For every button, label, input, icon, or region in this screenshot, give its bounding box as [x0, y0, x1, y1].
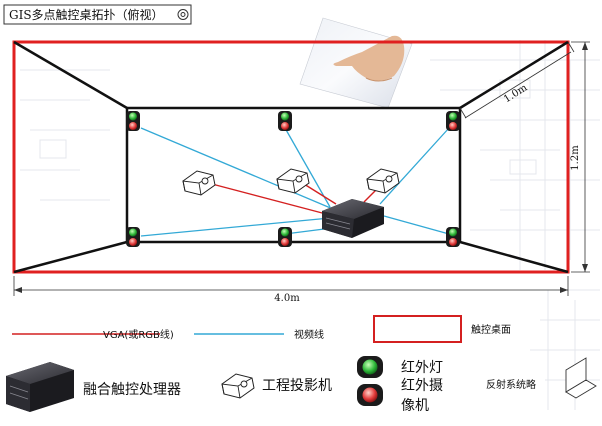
outer-desk-frame	[12, 40, 570, 274]
legend-video-label: 视频线	[294, 328, 324, 341]
ir-camera-bottom-mid	[278, 227, 292, 247]
legend-processor: 融合触控处理器	[6, 362, 181, 412]
touch-hand-icon	[299, 17, 413, 109]
dimension-height-label: 1.2m	[570, 145, 581, 171]
legend-ir-light-label: 红外灯	[401, 360, 443, 376]
legend-processor-label: 融合触控处理器	[83, 382, 181, 398]
dimension-width: 4.0m	[13, 276, 569, 304]
ir-camera-icon	[357, 384, 383, 406]
processor-box-icon	[322, 199, 384, 238]
legend-touch-desk: 触控桌面	[373, 315, 511, 343]
legend-mirror-label: 反射系统略	[486, 378, 536, 391]
legend-ir-camera-label-1: 红外摄	[401, 378, 443, 394]
video-cables	[140, 127, 450, 237]
target-icon	[177, 9, 189, 20]
dimension-width-label: 4.0m	[274, 293, 300, 304]
legend-video: 视频线	[194, 328, 324, 341]
legend-touch-desk-label: 触控桌面	[471, 323, 511, 336]
inner-screen-frame	[125, 106, 462, 244]
legend-projector-label: 工程投影机	[262, 378, 332, 394]
ir-light-icon	[357, 356, 383, 378]
legend-ir: 红外灯 红外摄 像机	[357, 356, 443, 414]
ir-camera-bottom-right	[446, 227, 460, 247]
projector-icon-left	[182, 170, 216, 196]
mirror-icon	[565, 357, 597, 399]
projector-icon-right	[366, 168, 400, 194]
dimension-height: 1.2m	[570, 41, 590, 273]
ir-camera-bottom-left	[126, 227, 140, 247]
ir-camera-top-mid	[278, 111, 292, 131]
projector-icon	[221, 373, 255, 399]
legend-ir-camera-label-2: 像机	[401, 398, 429, 414]
ir-camera-top-left	[126, 111, 140, 131]
ir-camera-top-right	[446, 111, 460, 131]
legend-vga-label: VGA(或RGB线)	[103, 328, 174, 341]
legend-projector: 工程投影机	[221, 373, 332, 399]
legend-mirror: 反射系统略	[486, 357, 597, 399]
title-box: GIS多点触控桌拓扑（俯视）	[3, 4, 192, 25]
projector-icon-mid	[276, 168, 310, 194]
dimension-depth-label: 1.0m	[502, 82, 530, 105]
perspective-lines	[13, 40, 569, 274]
legend-vga: VGA(或RGB线)	[12, 328, 174, 341]
title-text: GIS多点触控桌拓扑（俯视）	[9, 7, 164, 22]
